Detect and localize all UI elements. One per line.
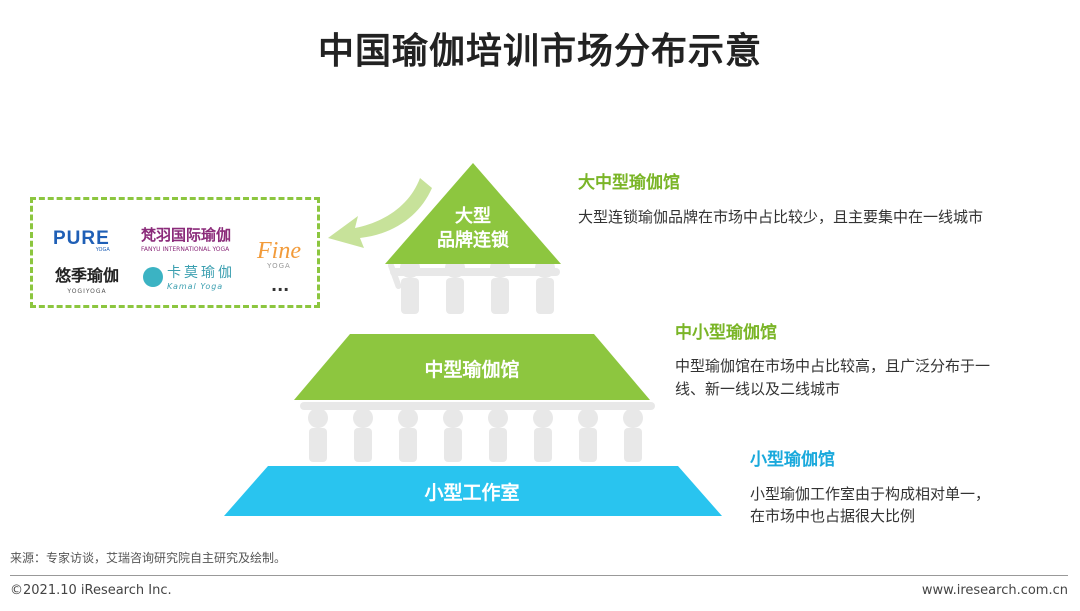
kamo-logo-sub: Kamal Yoga [167,282,224,291]
tier-bottom-side-desc-line2: 在市场中也占据很大比例 [750,507,915,525]
tier-middle-side-desc-line2: 线、新一线以及二线城市 [675,380,840,398]
fine-logo-text: Fine [257,238,301,264]
tier-middle-label: 中型瑜伽馆 [424,358,519,381]
kamo-yoga-logo: 卡莫瑜伽 Kamal Yoga [143,262,235,291]
fanyu-logo-text: 梵羽国际瑜伽 [141,226,232,244]
tier-top-side-title: 大中型瑜伽馆 [578,172,680,193]
tier-top-triangle [385,163,561,264]
youji-yoga-logo: 悠季瑜伽 YOGIYOGA [55,262,119,295]
fine-yoga-logo: Fine YOGA [257,238,301,270]
kamo-logo-icon [143,266,163,287]
tier-bottom-side-title: 小型瑜伽馆 [750,449,835,470]
tier-middle-side-title: 中小型瑜伽馆 [675,322,777,343]
tier-bottom-trapezoid [224,466,722,516]
more-logos-ellipsis: ... [271,276,290,295]
source-note: 来源：专家访谈，艾瑞咨询研究院自主研究及绘制。 [10,551,287,565]
pure-logo-text: PURE [53,228,110,249]
tier-bottom-side-desc-line1: 小型瑜伽工作室由于构成相对单一， [750,485,990,503]
tier-middle-side-desc-line1: 中型瑜伽馆在市场中占比较高，且广泛分布于一 [675,357,990,375]
youji-logo-text: 悠季瑜伽 [55,266,120,285]
brand-logo-box: PURE YOGA 梵羽国际瑜伽 FANYU INTERNATIONAL YOG… [30,197,320,308]
pure-yoga-logo: PURE YOGA [53,228,110,253]
tier-top-label-line1: 大型 [455,205,491,227]
pure-logo-sub: YOGA [95,247,110,253]
tier-bottom-label: 小型工作室 [424,481,519,504]
fine-logo-sub: YOGA [267,262,291,270]
youji-logo-sub: YOGIYOGA [67,288,107,295]
tier-top-side-desc: 大型连锁瑜伽品牌在市场中占比较少，且主要集中在一线城市 [578,208,983,226]
tier-top-label-line2: 品牌连锁 [437,229,509,251]
copyright-text: ©2021.10 iResearch Inc. [10,583,172,598]
website-text: www.iresearch.com.cn [921,583,1068,598]
people-figures-top [387,258,560,314]
footer-divider [10,575,1068,576]
tier-middle-trapezoid [294,334,650,400]
arrow-icon [328,178,432,248]
people-figures-middle [300,402,655,462]
fanyu-yoga-logo: 梵羽国际瑜伽 FANYU INTERNATIONAL YOGA [141,224,231,253]
fanyu-logo-sub: FANYU INTERNATIONAL YOGA [141,246,230,253]
page-title: 中国瑜伽培训市场分布示意 [317,31,762,72]
kamo-logo-text: 卡莫瑜伽 [167,265,235,281]
